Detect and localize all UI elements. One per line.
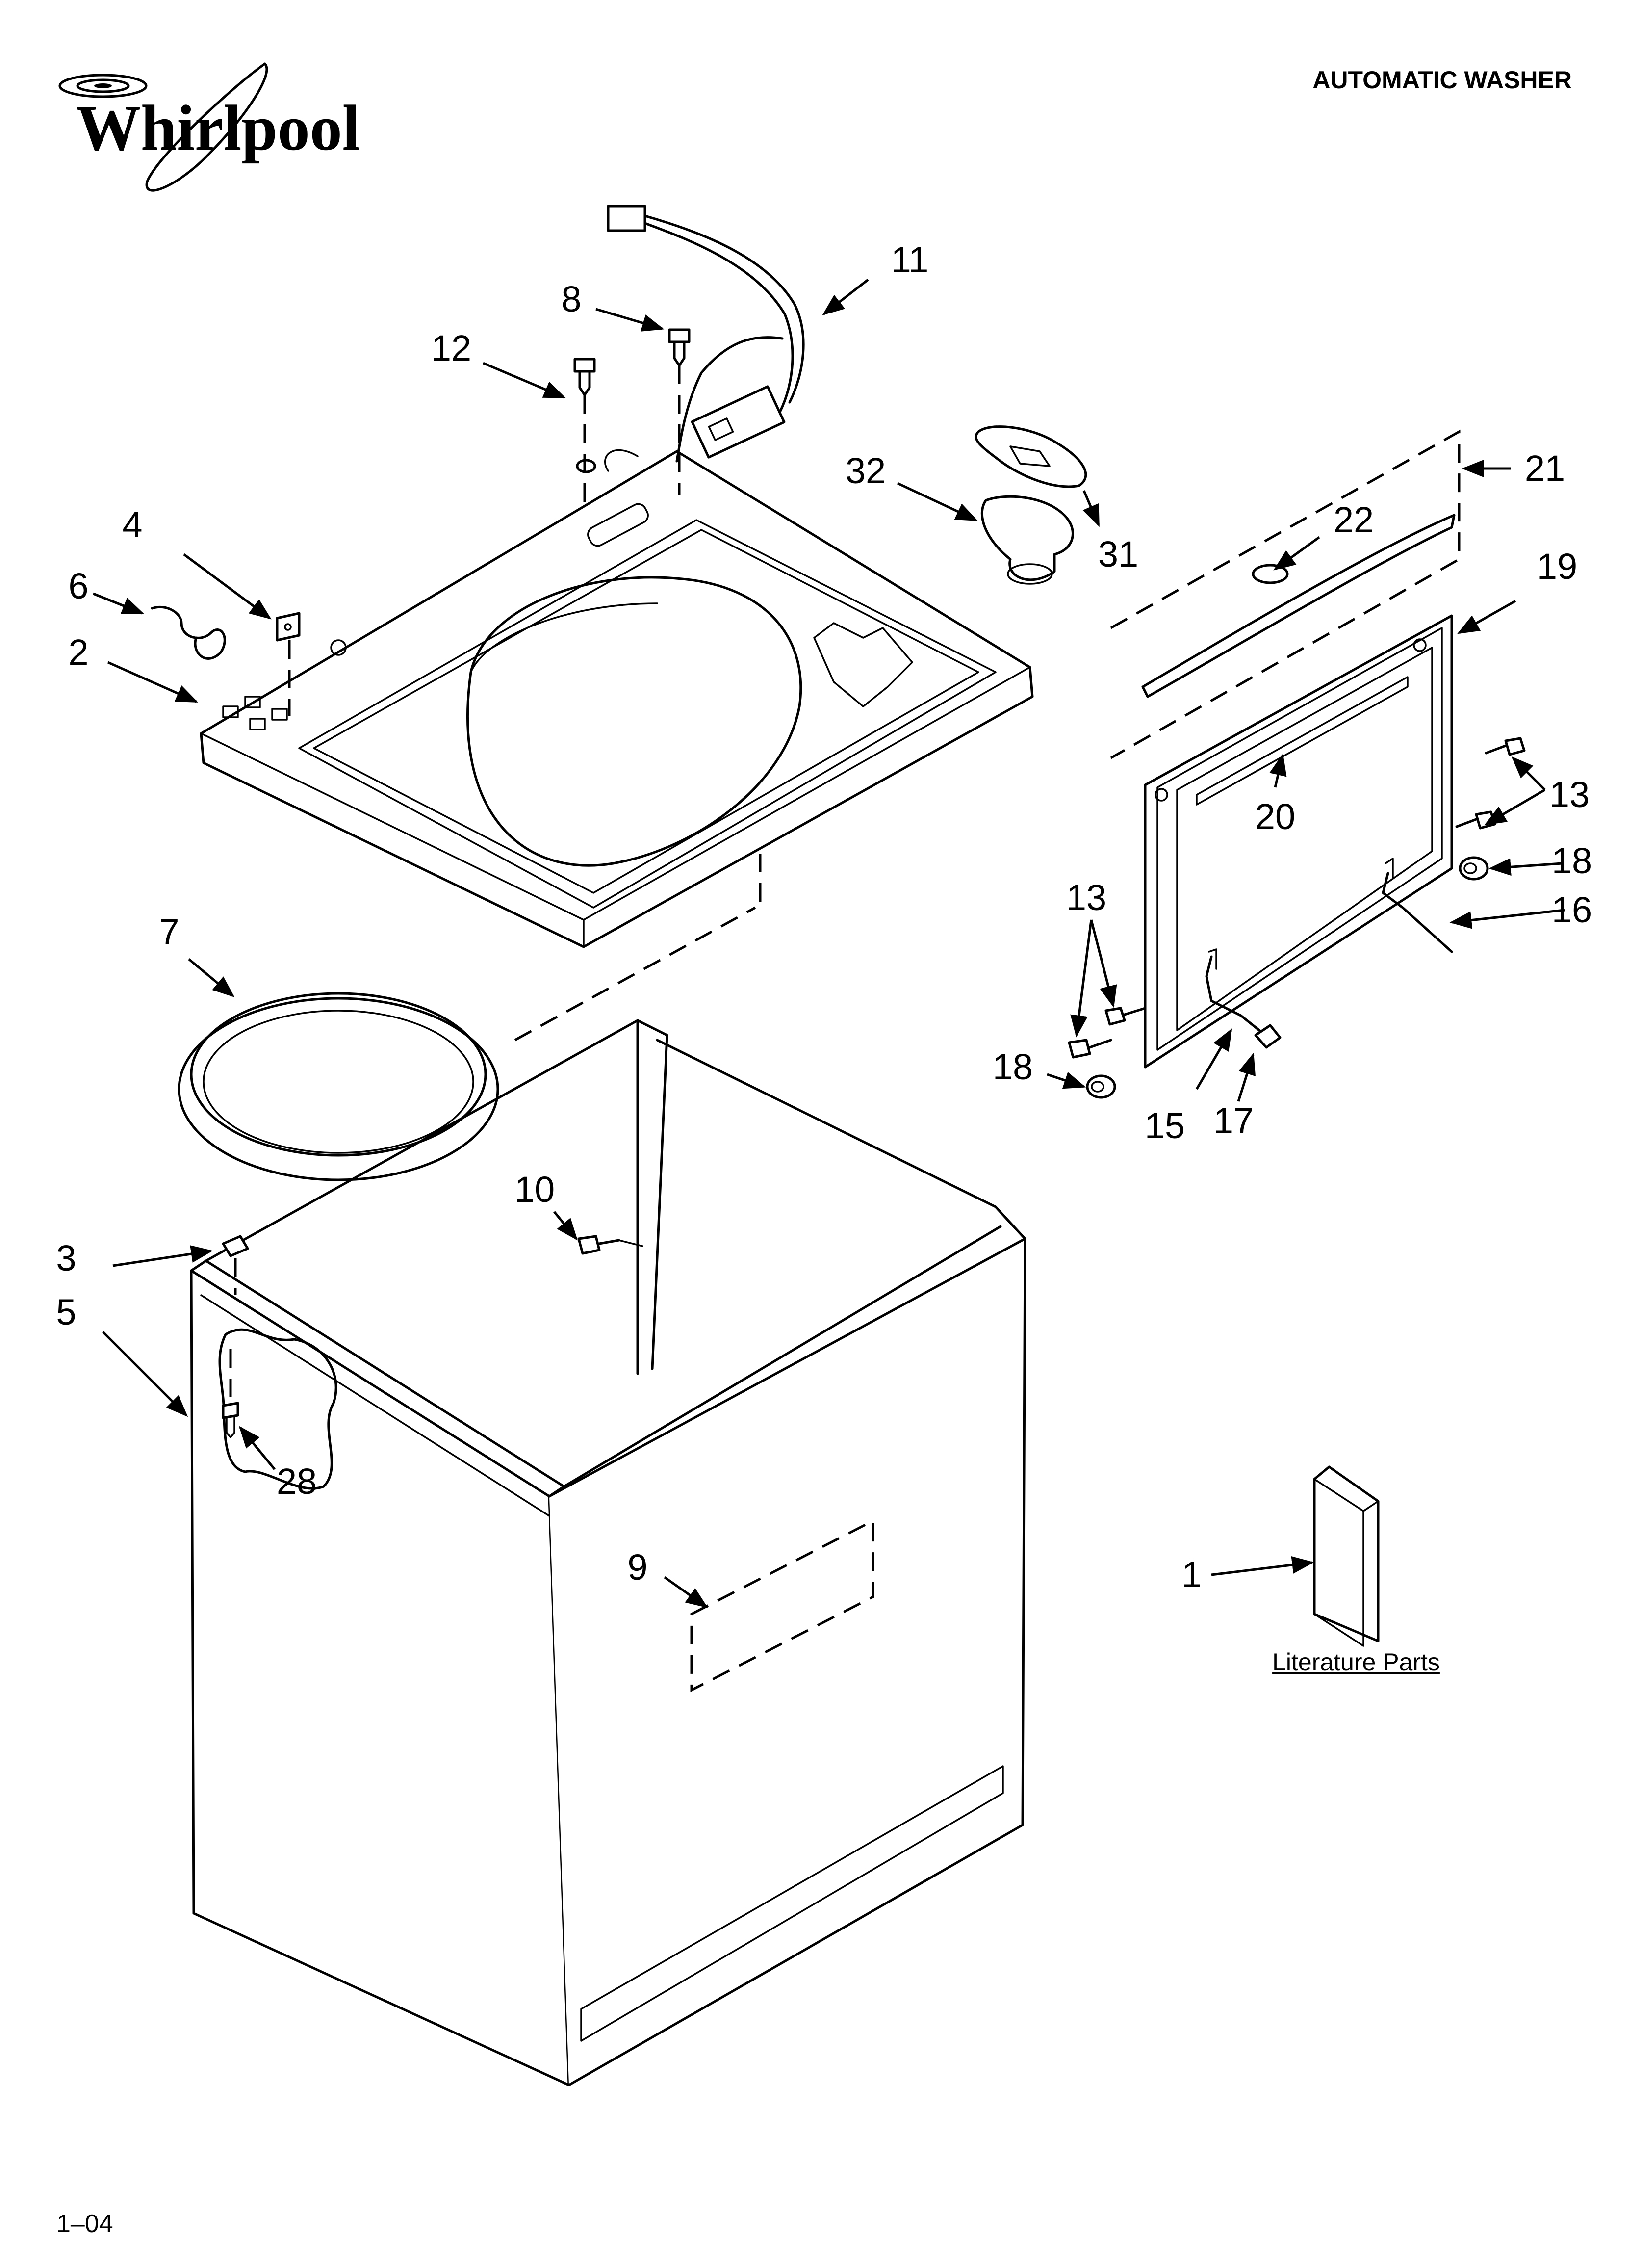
wire-harness [607, 205, 805, 463]
cabinet [190, 1019, 1026, 2086]
callout-labels: 11 8 12 4 6 2 32 31 21 22 19 20 13 18 16… [56, 239, 1592, 1595]
hinge-rod-16 [1382, 858, 1453, 953]
callout-16: 16 [1552, 889, 1592, 930]
callout-32: 32 [846, 450, 886, 491]
clip-6 [151, 605, 226, 660]
callout-10: 10 [514, 1169, 555, 1210]
callout-13-left: 13 [1066, 877, 1106, 918]
callout-28: 28 [277, 1461, 317, 1502]
callout-19: 19 [1537, 546, 1577, 587]
bumper-32 [980, 495, 1074, 585]
literature-book [1313, 1465, 1380, 1647]
callout-1: 1 [1181, 1554, 1202, 1595]
page-code: 1–04 [56, 2210, 113, 2238]
callout-2: 2 [68, 632, 88, 673]
callout-8: 8 [561, 279, 581, 319]
lid-assembly [1110, 429, 1461, 1069]
callout-18-left: 18 [993, 1046, 1033, 1087]
screw-12 [573, 358, 596, 505]
logo-text: Whirlpool [76, 92, 360, 164]
callout-20: 20 [1255, 796, 1295, 837]
lid-nut-17 [1254, 1024, 1282, 1049]
callout-22: 22 [1334, 499, 1374, 540]
callout-21: 21 [1525, 448, 1565, 489]
callout-12: 12 [431, 328, 471, 368]
bracket-4 [276, 612, 301, 716]
callout-18-right: 18 [1552, 840, 1592, 881]
callout-4: 4 [122, 504, 142, 545]
literature-parts-label: Literature Parts [1272, 1648, 1440, 1676]
callout-17: 17 [1213, 1100, 1254, 1141]
callout-arrows [93, 279, 1565, 1608]
lid-bushings-18 [1086, 856, 1489, 1099]
callout-3: 3 [56, 1238, 76, 1278]
page-title: AUTOMATIC WASHER [1312, 66, 1572, 94]
callout-31: 31 [1098, 534, 1138, 574]
tub-ring [178, 906, 756, 1181]
whirlpool-logo: Whirlpool [58, 62, 360, 192]
callout-7: 7 [159, 912, 179, 952]
callout-5: 5 [56, 1292, 76, 1332]
cabinet-top [200, 450, 1034, 948]
callout-6: 6 [68, 566, 88, 606]
callout-13-right: 13 [1549, 774, 1590, 815]
lid-switch [576, 449, 639, 473]
hinge-rod-15 [1205, 948, 1267, 1037]
bumper-31 [975, 425, 1087, 488]
callout-11: 11 [891, 239, 929, 280]
callout-15: 15 [1145, 1105, 1185, 1146]
screw-8 [668, 328, 691, 495]
callout-9: 9 [627, 1547, 647, 1588]
